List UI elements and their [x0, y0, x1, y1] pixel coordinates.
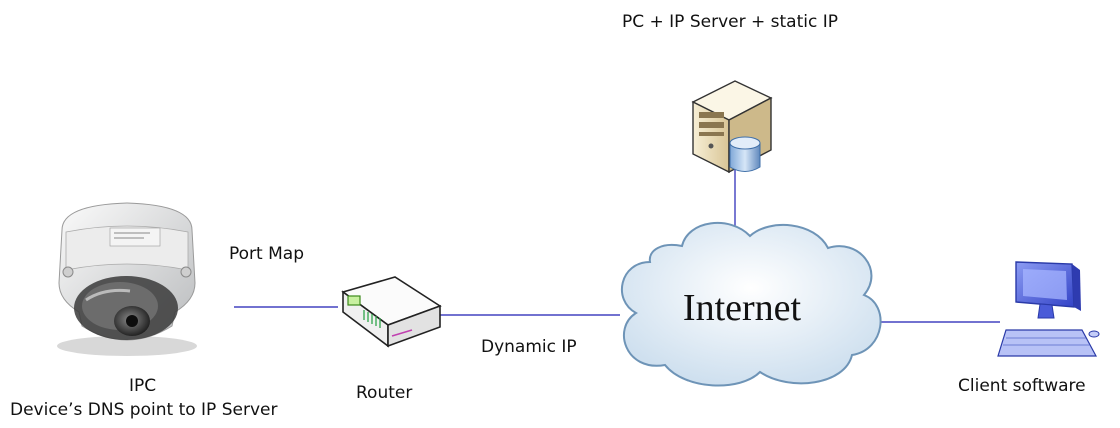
router-label: Router	[356, 383, 413, 403]
database-icon	[729, 136, 761, 172]
computer-monitor-icon	[997, 261, 1100, 357]
ipc-dns-label: Device’s DNS point to IP Server	[10, 400, 278, 420]
cloud-icon	[620, 221, 882, 387]
client-label: Client software	[958, 376, 1086, 396]
router-icon	[341, 276, 442, 348]
ipc-label: IPC	[129, 376, 157, 396]
port-map-label: Port Map	[229, 244, 304, 264]
server-label: PC + IP Server + static IP	[622, 12, 838, 32]
dynamic-ip-label: Dynamic IP	[481, 337, 577, 357]
internet-label: Internet	[682, 287, 802, 329]
connection-lines	[234, 170, 1000, 323]
dome-camera-icon	[57, 202, 197, 356]
